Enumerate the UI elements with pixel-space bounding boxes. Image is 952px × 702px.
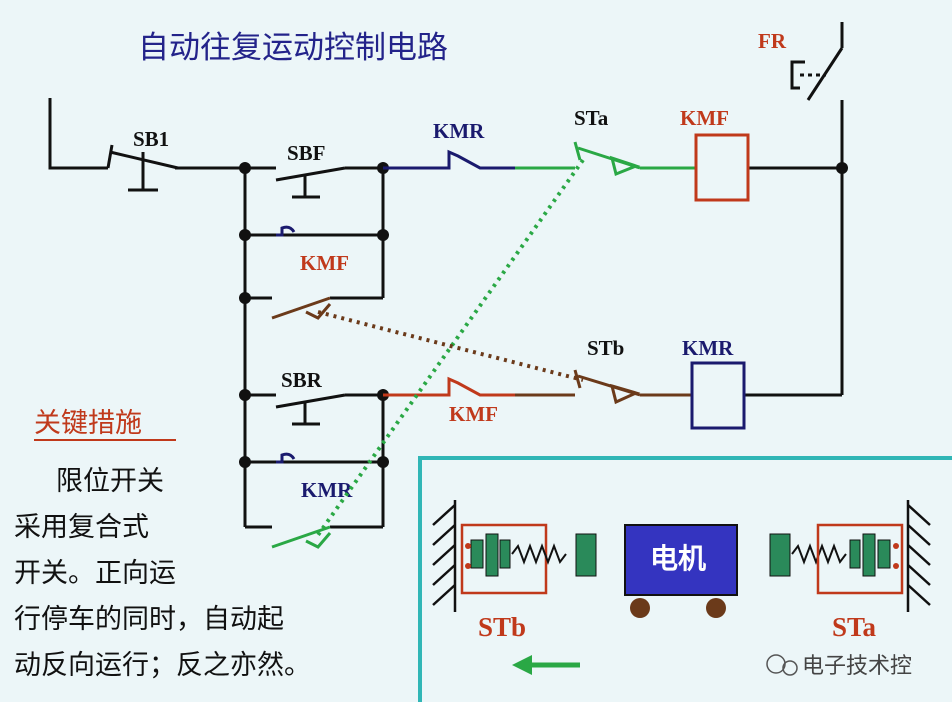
sta-lower-contact	[271, 525, 332, 549]
sbf-start-button	[275, 166, 346, 199]
motor-label: 电机	[650, 542, 706, 575]
watermark-text: 电子技术控	[802, 654, 912, 679]
sta-contact-top	[515, 141, 696, 177]
stb-switch-box	[460, 523, 597, 595]
kmr-top-label: KMR	[433, 119, 485, 143]
note-line-2: 采用复合式	[14, 512, 149, 543]
sb1-stop-button	[106, 144, 179, 192]
sbr-start-button	[275, 393, 346, 426]
kmr-coil-label: KMR	[682, 336, 734, 360]
sb1-label: SB1	[133, 127, 169, 151]
kmf-interlock-low	[383, 376, 515, 397]
kmr-interlock-top	[383, 149, 515, 170]
right-wall	[906, 500, 931, 612]
fr-label: FR	[758, 29, 787, 53]
note-line-4: 行停车的同时，自动起	[14, 604, 284, 635]
stb-contact-mid	[515, 369, 692, 405]
left-wall	[432, 500, 457, 612]
sbr-label: SBR	[281, 368, 323, 392]
note-line-1: 限位开关	[56, 466, 164, 497]
kmr-coil	[690, 361, 746, 430]
kmr-seal-contact	[276, 452, 296, 464]
diagram-title: 自动往复运动控制电路	[138, 30, 448, 66]
mech-stb-label: STb	[478, 612, 526, 642]
watermark	[766, 654, 798, 676]
kmf-coil	[694, 133, 750, 202]
kmr-low-label: KMR	[301, 478, 353, 502]
direction-arrow	[512, 655, 580, 675]
note-line-5: 动反向运行；反之亦然。	[14, 650, 311, 681]
motor-cart	[624, 524, 738, 618]
sta-top-label: STa	[574, 106, 609, 130]
fr-thermal-contact	[790, 22, 844, 101]
note-heading: 关键措施	[34, 408, 142, 439]
main-rung-wires	[48, 98, 844, 529]
junction-dots	[239, 162, 848, 468]
kmf-coil-label: KMF	[680, 106, 729, 130]
sbf-label: SBF	[287, 141, 326, 165]
mech-sta-label: STa	[832, 612, 877, 642]
mechanism-panel-border	[418, 456, 952, 702]
note-line-3: 开关。正向运	[14, 558, 176, 589]
kmf-low-label: KMF	[449, 402, 498, 426]
stb-linkage	[317, 310, 584, 382]
sta-switch-box	[769, 523, 904, 595]
kmf-mid-label: KMF	[300, 251, 349, 275]
kmf-seal-contact	[276, 225, 296, 237]
stb-mid-label: STb	[587, 336, 624, 360]
stb-upper-contact	[271, 296, 332, 320]
